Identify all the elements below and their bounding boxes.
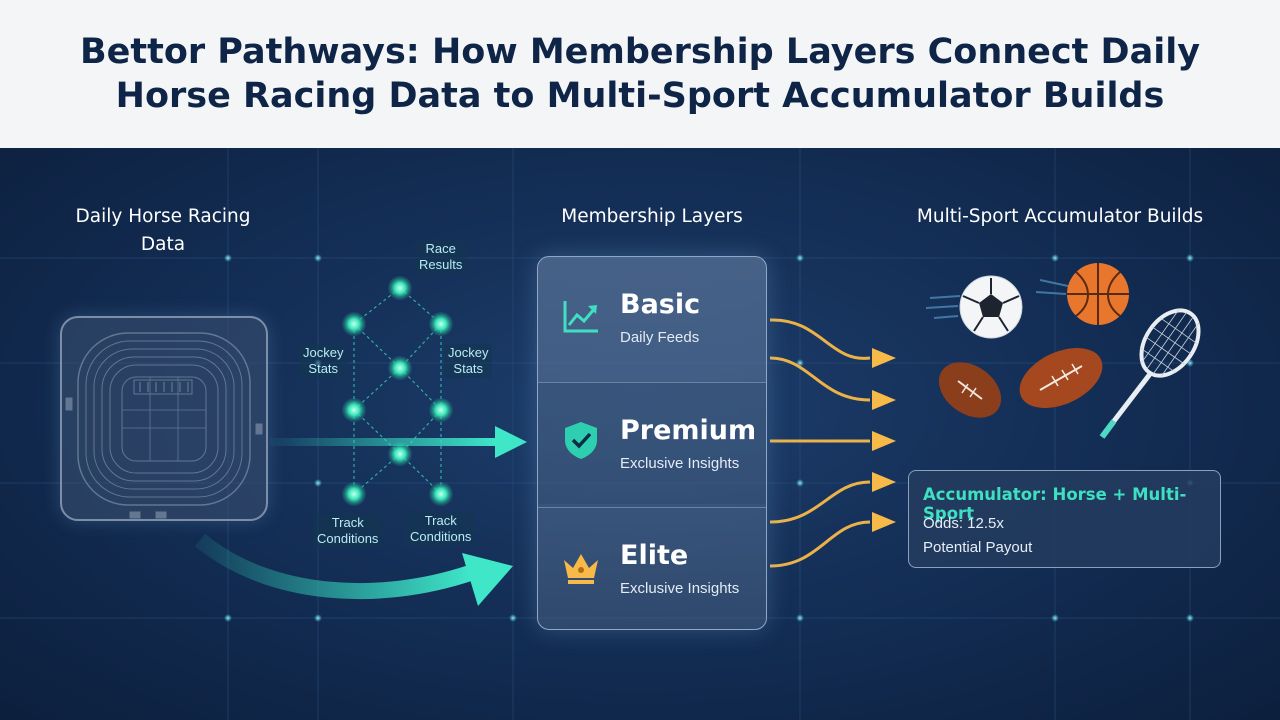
page-title: Bettor Pathways: How Membership Layers C… bbox=[0, 30, 1280, 118]
title-line-2: Horse Racing Data to Multi-Sport Accumul… bbox=[115, 76, 1165, 116]
node-label-jockey-stats-left: Jockey Stats bbox=[299, 344, 348, 378]
tier-basic[interactable]: Basic Daily Feeds bbox=[538, 257, 766, 379]
accumulator-title: Accumulator: Horse + Multi-Sport bbox=[923, 485, 1187, 523]
rugby-ball-icon bbox=[1019, 347, 1103, 409]
column-title-membership: Membership Layers bbox=[561, 206, 743, 227]
data-network-nodes bbox=[342, 276, 453, 506]
tier-premium[interactable]: Premium Exclusive Insights bbox=[538, 382, 766, 504]
tier-premium-name: Premium bbox=[620, 415, 757, 446]
track-right-line1: Track bbox=[424, 513, 457, 528]
column-title-horse-data-line2: Data bbox=[140, 234, 186, 255]
column-title-horse-data: Daily Horse Racing Data bbox=[52, 203, 274, 259]
jockey-right-line2: Stats bbox=[453, 361, 484, 376]
soccer-ball-icon bbox=[959, 275, 1023, 339]
jockey-left-line1: Jockey bbox=[303, 345, 344, 360]
node-label-jockey-stats-right: Jockey Stats bbox=[444, 344, 493, 378]
racetrack-card bbox=[60, 316, 268, 521]
tier-basic-subtitle: Daily Feeds bbox=[620, 329, 700, 346]
accumulator-odds: Odds: 12.5x bbox=[923, 515, 1004, 532]
track-left-line2: Conditions bbox=[317, 531, 379, 546]
curved-flow-arrow bbox=[194, 533, 513, 606]
membership-to-sports-arrows bbox=[769, 318, 871, 568]
jockey-right-line1: Jockey bbox=[448, 345, 489, 360]
tier-basic-name: Basic bbox=[620, 289, 701, 320]
shield-check-icon bbox=[565, 422, 597, 459]
data-to-membership-arrow bbox=[270, 426, 527, 458]
column-title-horse-data-line1: Daily Horse Racing bbox=[75, 206, 251, 227]
jockey-left-line2: Stats bbox=[308, 361, 339, 376]
tennis-racket-icon bbox=[1099, 308, 1201, 439]
accumulator-card[interactable]: Accumulator: Horse + Multi-Sport Odds: 1… bbox=[908, 470, 1221, 568]
diagram-stage: Daily Horse Racing Data Membership Layer… bbox=[0, 148, 1280, 720]
crown-icon bbox=[564, 554, 598, 584]
column-title-accumulators: Multi-Sport Accumulator Builds bbox=[916, 206, 1204, 227]
tier-elite[interactable]: Elite Exclusive Insights bbox=[538, 507, 766, 629]
track-right-line2: Conditions bbox=[410, 529, 472, 544]
chart-trend-icon bbox=[563, 301, 598, 333]
tier-premium-subtitle: Exclusive Insights bbox=[620, 455, 740, 472]
basketball-icon bbox=[1067, 263, 1129, 325]
tier-elite-name: Elite bbox=[620, 540, 689, 571]
american-football-icon bbox=[938, 362, 1002, 418]
tier-elite-subtitle: Exclusive Insights bbox=[620, 580, 740, 597]
race-label-line2: Results bbox=[419, 257, 463, 272]
race-label-line1: Race bbox=[425, 241, 456, 256]
node-label-track-conditions-right: Track Conditions bbox=[406, 512, 476, 546]
amber-arrowheads bbox=[872, 348, 896, 532]
title-band: Bettor Pathways: How Membership Layers C… bbox=[0, 0, 1280, 148]
title-line-1: Bettor Pathways: How Membership Layers C… bbox=[79, 32, 1201, 72]
membership-panel: Basic Daily Feeds Premium Exclusive Insi… bbox=[537, 256, 767, 630]
motion-trails bbox=[925, 279, 1069, 319]
node-label-track-conditions-left: Track Conditions bbox=[313, 514, 383, 548]
accumulator-payout: Potential Payout bbox=[923, 539, 1033, 556]
node-label-race-results: Race Results bbox=[415, 240, 467, 274]
track-left-line1: Track bbox=[331, 515, 364, 530]
